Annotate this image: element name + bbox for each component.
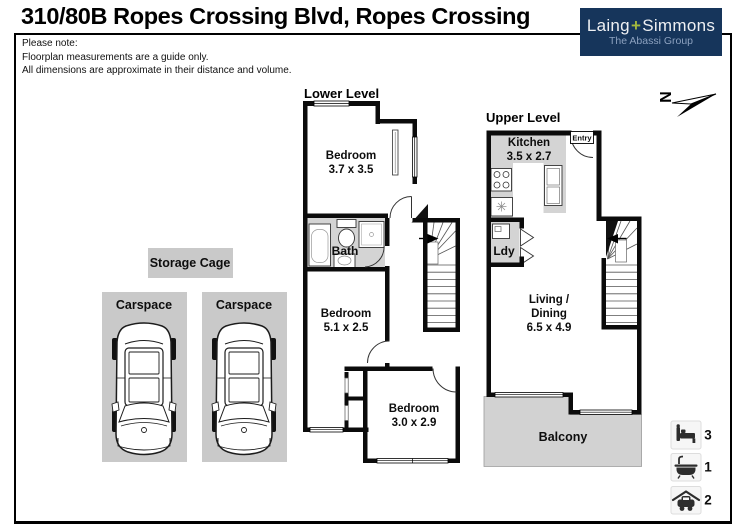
car-icon <box>211 322 277 456</box>
lower-level-doors <box>364 196 457 393</box>
car-icon <box>111 322 177 456</box>
room-name: Bedroom <box>320 308 372 320</box>
logo-plus-accent: + <box>630 16 642 35</box>
lower-level-heading: Lower Level <box>304 86 380 101</box>
compass-icon <box>671 93 717 117</box>
upper-stairs <box>606 220 638 324</box>
disclaimer-line: All dimensions are approximate in their … <box>22 65 292 76</box>
room-label-bedroom2: Bedroom 5.1 x 2.5 <box>321 307 371 335</box>
logo-brand-right: Simmons <box>642 16 716 35</box>
room-name: Bedroom <box>325 150 377 162</box>
storage-cage-label: Storage Cage <box>149 256 231 270</box>
lower-level-plan <box>303 100 460 464</box>
car-icon <box>671 490 701 511</box>
bath-icon-box <box>670 453 702 482</box>
room-name: Living / <box>528 294 570 306</box>
room-label-entry: Entry <box>572 133 592 142</box>
page-title: 310/80B Ropes Crossing Blvd, Ropes Cross… <box>21 3 531 29</box>
vanity-sink <box>333 253 356 268</box>
storage-cage-box <box>148 248 233 278</box>
parking-area <box>102 248 287 462</box>
room-dims: 3.7 x 3.5 <box>328 164 374 176</box>
toilet <box>336 219 357 248</box>
upper-level-heading: Upper Level <box>486 110 561 125</box>
lower-level-windows <box>309 100 449 464</box>
stove-cooktop <box>490 168 512 192</box>
room-label-balcony: Balcony <box>538 430 588 444</box>
island-bench-sink <box>544 165 563 206</box>
room-name: Dining <box>531 308 567 320</box>
legend-icons <box>670 420 702 515</box>
room-label-living-dining: Living / Dining 6.5 x 4.9 <box>527 293 572 335</box>
room-label-bath: Bath <box>331 244 359 258</box>
washing-machine <box>492 223 510 239</box>
carspace-left-label: Carspace <box>115 298 173 312</box>
room-name: Bedroom <box>388 403 440 415</box>
bathtub <box>308 223 331 267</box>
upper-level-windows <box>494 392 633 415</box>
room-dims: 3.5 x 2.7 <box>506 151 552 163</box>
room-label-bedroom1: Bedroom 3.7 x 3.5 <box>326 149 376 177</box>
logo-brand-left: Laing <box>586 16 630 35</box>
bedroom-count: 3 <box>704 427 712 443</box>
bed-icon <box>676 424 696 443</box>
stairs-direction-arrow <box>607 234 618 244</box>
carspace-right-label: Carspace <box>215 298 273 312</box>
disclaimer-line: Please note: <box>22 38 78 49</box>
room-label-bedroom3: Bedroom 3.0 x 2.9 <box>389 402 439 430</box>
carspace-count: 2 <box>704 492 712 508</box>
agency-logo-brand: Laing+Simmons <box>587 16 715 35</box>
agency-logo: Laing+Simmons The Abassi Group <box>580 8 722 56</box>
bathroom-count: 1 <box>704 459 712 475</box>
room-label-laundry: Ldy <box>493 244 515 258</box>
compass-north-label: N <box>656 91 673 103</box>
entry-door <box>570 131 594 158</box>
disclaimer-line: Floorplan measurements are a guide only. <box>22 51 209 63</box>
room-label-kitchen: Kitchen 3.5 x 2.7 <box>507 136 552 164</box>
room-name: Kitchen <box>507 137 551 149</box>
lower-stairs <box>411 204 456 324</box>
disclaimer-note: Please note: Floorplan measurements are … <box>22 37 292 78</box>
room-dims: 3.0 x 2.9 <box>391 417 437 429</box>
shower <box>358 221 385 248</box>
dishwasher <box>490 197 513 217</box>
room-dims: 5.1 x 2.5 <box>323 322 369 334</box>
agency-logo-subtitle: The Abassi Group <box>608 35 694 47</box>
upper-level-plan <box>483 130 642 467</box>
bath-icon <box>674 455 698 479</box>
room-dims: 6.5 x 4.9 <box>526 322 572 334</box>
wardrobe <box>344 129 399 421</box>
stairs-direction-arrow <box>427 234 439 244</box>
